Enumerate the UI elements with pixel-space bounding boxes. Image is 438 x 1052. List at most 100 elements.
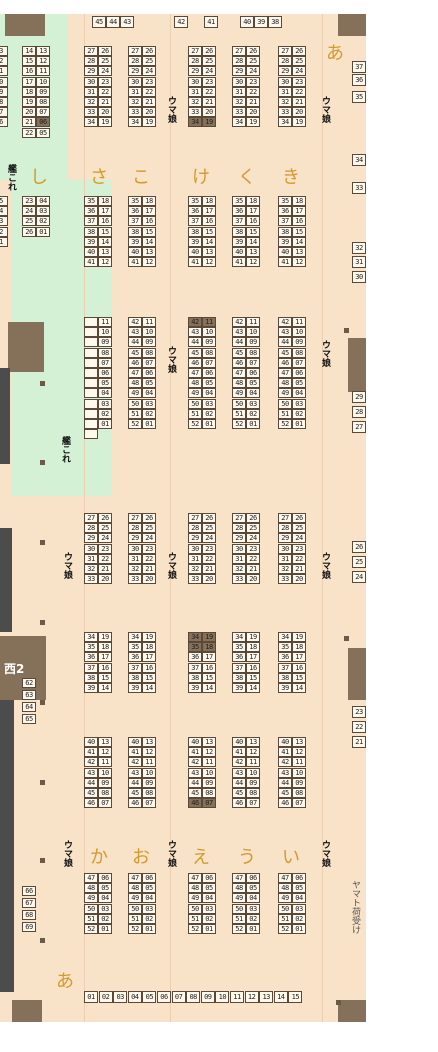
- booth-cell[interactable]: 16: [292, 216, 306, 227]
- booth-cell[interactable]: 29: [188, 66, 202, 77]
- booth-cell[interactable]: 43: [278, 767, 292, 778]
- booth-cell[interactable]: 04: [98, 893, 112, 904]
- booth-cell[interactable]: 27: [188, 46, 202, 56]
- booth-cell[interactable]: 51: [128, 913, 142, 924]
- booth-cell[interactable]: 19: [142, 117, 156, 128]
- booth-cell[interactable]: 49: [278, 893, 292, 904]
- booth-cell[interactable]: 19: [246, 632, 260, 642]
- booth-cell[interactable]: 23: [142, 76, 156, 87]
- booth-cell[interactable]: 27: [278, 46, 292, 56]
- booth-cell[interactable]: 08: [98, 788, 112, 798]
- booth-cell[interactable]: 01: [202, 924, 216, 934]
- kancolle-booth[interactable]: 06: [36, 117, 50, 128]
- booth-cell[interactable]: 09: [292, 777, 306, 788]
- right-edge-booth[interactable]: 35: [352, 91, 366, 103]
- booth-cell[interactable]: 33: [84, 107, 98, 118]
- booth-cell[interactable]: 03: [142, 398, 156, 409]
- booth-cell[interactable]: 25: [98, 523, 112, 534]
- booth-cell[interactable]: 44: [278, 337, 292, 348]
- booth-cell[interactable]: 13: [292, 737, 306, 747]
- booth-cell[interactable]: 43: [232, 327, 246, 338]
- booth-cell[interactable]: 50: [278, 903, 292, 914]
- booth-cell[interactable]: 12: [202, 747, 216, 758]
- booth-cell[interactable]: 22: [202, 553, 216, 564]
- booth-cell[interactable]: 11: [202, 317, 216, 327]
- booth-cell[interactable]: 20: [202, 107, 216, 118]
- top-booth[interactable]: 40: [240, 16, 254, 28]
- booth-cell[interactable]: 46: [232, 798, 246, 809]
- booth-cell[interactable]: 21: [292, 97, 306, 107]
- booth-cell[interactable]: 14: [98, 236, 112, 247]
- booth-cell[interactable]: 11: [98, 757, 112, 768]
- booth-cell[interactable]: 43: [128, 767, 142, 778]
- booth-cell[interactable]: 25: [202, 523, 216, 534]
- booth-cell[interactable]: 32: [188, 564, 202, 574]
- kancolle-booth[interactable]: 17: [22, 76, 36, 87]
- booth-cell[interactable]: 48: [278, 883, 292, 894]
- booth-cell[interactable]: 17: [292, 206, 306, 217]
- booth-cell[interactable]: 18: [202, 196, 216, 206]
- booth-cell[interactable]: 43: [84, 767, 98, 778]
- booth-cell[interactable]: 31: [128, 86, 142, 97]
- booth-cell[interactable]: 31: [84, 553, 98, 564]
- booth-cell[interactable]: 30: [232, 543, 246, 554]
- booth-cell[interactable]: 22: [292, 553, 306, 564]
- booth-cell[interactable]: 08: [98, 347, 112, 358]
- booth-cell[interactable]: 32: [128, 97, 142, 107]
- booth-cell[interactable]: 14: [142, 683, 156, 693]
- booth-cell[interactable]: 49: [188, 893, 202, 904]
- booth-cell[interactable]: 16: [142, 662, 156, 673]
- bottom-booth[interactable]: 10: [215, 991, 230, 1003]
- booth-cell[interactable]: 49: [188, 388, 202, 399]
- booth-cell[interactable]: 05: [98, 883, 112, 894]
- booth-cell[interactable]: 38: [84, 672, 98, 683]
- booth-cell[interactable]: 02: [142, 408, 156, 419]
- booth-cell[interactable]: 47: [84, 873, 98, 883]
- booth-cell[interactable]: 48: [84, 883, 98, 894]
- booth-cell[interactable]: 38: [188, 672, 202, 683]
- booth-cell[interactable]: 08: [292, 347, 306, 358]
- booth-cell[interactable]: 42: [188, 757, 202, 768]
- booth-cell[interactable]: 52: [278, 924, 292, 934]
- booth-cell[interactable]: 50: [188, 398, 202, 409]
- bottom-booth[interactable]: 01: [84, 991, 98, 1003]
- booth-cell[interactable]: 10: [142, 767, 156, 778]
- booth-cell[interactable]: 42: [232, 757, 246, 768]
- booth-cell[interactable]: 13: [142, 247, 156, 257]
- booth-cell[interactable]: 36: [188, 206, 202, 217]
- booth-cell[interactable]: 17: [142, 652, 156, 663]
- booth-cell[interactable]: 37: [232, 216, 246, 227]
- booth-cell[interactable]: 13: [292, 247, 306, 257]
- booth-cell[interactable]: 28: [232, 523, 246, 534]
- booth-cell[interactable]: 13: [202, 247, 216, 257]
- edge-booth[interactable]: 63: [22, 690, 36, 700]
- booth-cell[interactable]: 09: [246, 777, 260, 788]
- bottom-booth[interactable]: 11: [230, 991, 244, 1003]
- edge-booth[interactable]: 9: [0, 86, 8, 97]
- booth-cell[interactable]: 31: [188, 553, 202, 564]
- booth-cell[interactable]: 33: [278, 107, 292, 118]
- right-edge-booth[interactable]: 25: [352, 556, 366, 568]
- booth-cell[interactable]: 39: [232, 236, 246, 247]
- booth-cell[interactable]: 06: [246, 873, 260, 883]
- kancolle-booth[interactable]: 11: [36, 66, 50, 77]
- booth-cell[interactable]: 06: [98, 873, 112, 883]
- booth-cell[interactable]: 19: [142, 632, 156, 642]
- booth-cell[interactable]: 39: [188, 683, 202, 693]
- booth-cell[interactable]: 34: [128, 632, 142, 642]
- top-booth[interactable]: 39: [254, 16, 268, 28]
- booth-cell[interactable]: 52: [84, 924, 98, 934]
- booth-cell[interactable]: 16: [246, 662, 260, 673]
- booth-cell[interactable]: 46: [278, 798, 292, 809]
- booth-cell[interactable]: 39: [128, 683, 142, 693]
- kancolle-booth[interactable]: 13: [36, 46, 50, 56]
- booth-cell[interactable]: 41: [278, 747, 292, 758]
- booth-cell[interactable]: 29: [188, 533, 202, 544]
- right-edge-booth[interactable]: 26: [352, 541, 366, 553]
- booth-cell[interactable]: 09: [98, 337, 112, 348]
- booth-cell[interactable]: 18: [292, 642, 306, 653]
- booth-cell[interactable]: 34: [278, 632, 292, 642]
- booth-cell[interactable]: 45: [188, 788, 202, 798]
- booth-cell[interactable]: 10: [202, 767, 216, 778]
- booth-cell[interactable]: 09: [142, 337, 156, 348]
